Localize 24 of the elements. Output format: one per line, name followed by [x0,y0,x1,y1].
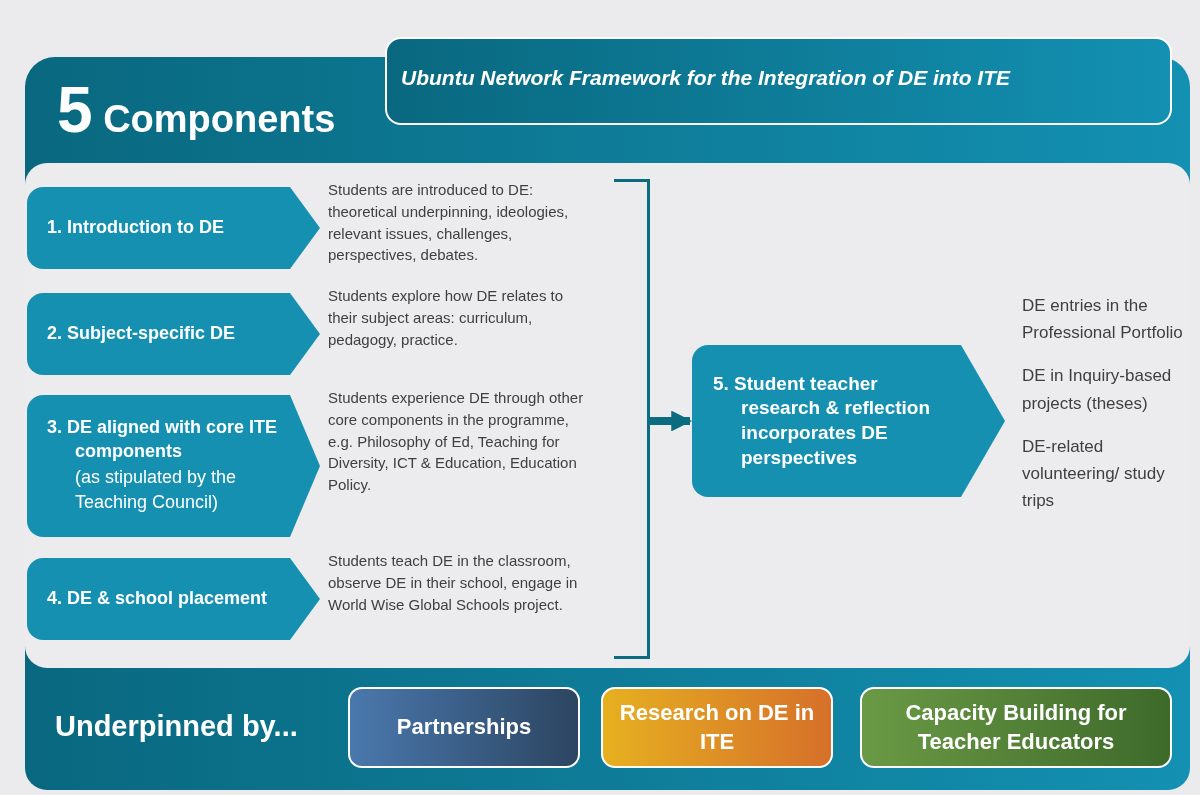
underpinned-label: Underpinned by... [55,710,298,743]
step-title: 2. Subject-specific DE [46,322,237,346]
support-label: Research on DE in ITE [618,698,816,756]
support-label: Capacity Building for Teacher Educators [904,698,1128,756]
step-title: 4. DE & school placement [46,587,269,611]
outcome-item: DE entries in the Professional Portfolio [1022,295,1184,345]
support-box [601,687,833,768]
support-box [860,687,1172,768]
step-description: Students experience DE through other core components in the programme, e.g. Philosophy of Ed, Teaching for Diversity, ICT & Education, Education Policy. [328,388,585,495]
step-description: Students teach DE in the classroom, observe DE in their school, engage in World Wise Global Schools project. [328,551,579,615]
outcome-item: DE-related volunteering/ study trips [1022,435,1166,513]
step-description: Students explore how DE relates to their subject areas: curriculum, pedagogy, practice. [328,286,565,350]
content-panel [25,163,1190,668]
framework-title: Ubuntu Network Framework for the Integration of DE into ITE [385,37,1172,125]
step-description: Students are introduced to DE: theoretical underpinning, ideologies, relevant issues, challenges, perspectives, debates. [328,180,570,266]
outcome-title: 5. Student teacher research & reflection incorporates DE perspectives [712,371,932,470]
step-note: (as stipulated by the Teaching Council) [74,466,238,515]
step-title: 1. Introduction to DE [46,216,225,240]
bracket [614,179,650,659]
support-label: Partnerships [396,713,532,742]
panel-heading: 5 Components [57,73,336,147]
outcome-item: DE in Inquiry-based projects (theses) [1022,365,1173,415]
support-box [348,687,580,768]
step-title: 3. DE aligned with core ITE components [46,416,279,463]
